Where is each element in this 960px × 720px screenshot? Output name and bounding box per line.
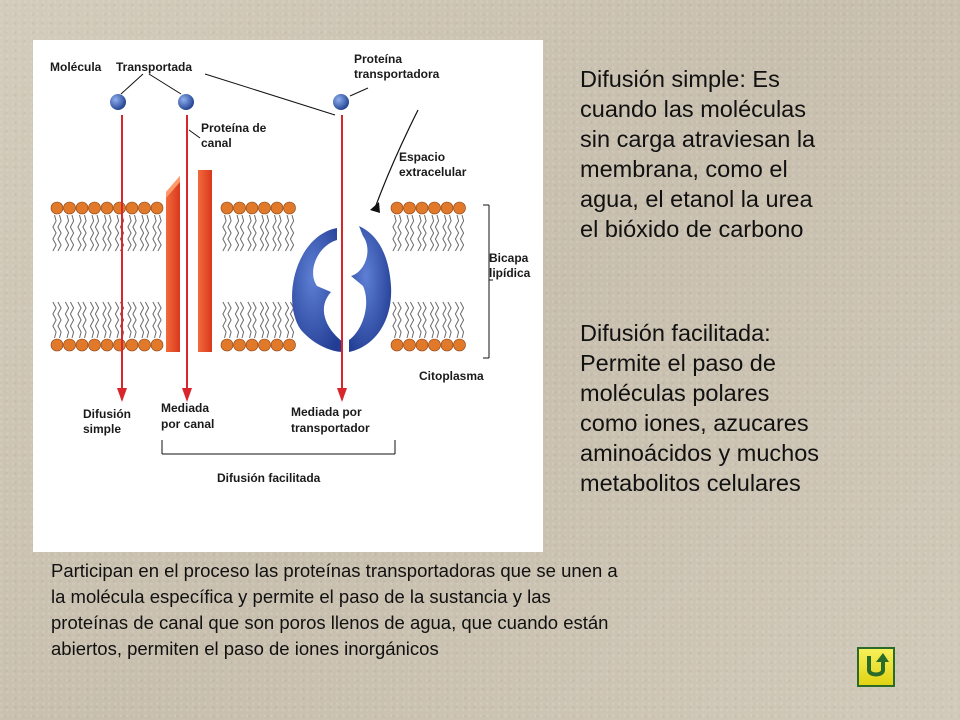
- diagram-labels: Molécula Transportada Proteína transport…: [50, 52, 531, 485]
- facilitated-line: como iones, azucares: [580, 410, 809, 436]
- label-mediada-transportador-2: transportador: [291, 421, 370, 435]
- label-mediada-canal-1: Mediada: [161, 401, 209, 415]
- simple-diffusion-text: Difusión simple: Es cuando las moléculas…: [580, 64, 940, 244]
- label-proteina-transportadora-1: Proteína: [354, 52, 402, 66]
- simple-line: agua, el etanol la urea: [580, 186, 813, 212]
- bottom-line: Participan en el proceso las proteínas t…: [51, 560, 618, 581]
- label-proteina-canal-1: Proteína de: [201, 121, 267, 135]
- label-mediada-canal-2: por canal: [161, 417, 214, 431]
- simple-line: membrana, como el: [580, 156, 788, 182]
- label-espacio-1: Espacio: [399, 150, 445, 164]
- transported-molecules: [110, 94, 349, 110]
- return-button[interactable]: [857, 647, 895, 687]
- bottom-line: proteínas de canal que son poros llenos …: [51, 612, 609, 633]
- carrier-protein: [292, 226, 392, 352]
- simple-line: cuando las moléculas: [580, 96, 806, 122]
- simple-line: Difusión simple: Es: [580, 66, 780, 92]
- molecule-channel: [178, 94, 194, 110]
- label-molecula: Molécula: [50, 60, 102, 74]
- diagram-svg: Molécula Transportada Proteína transport…: [50, 52, 531, 485]
- u-turn-arrow-icon: [867, 653, 889, 677]
- transport-arrows: [117, 115, 347, 402]
- molecule-simple: [110, 94, 126, 110]
- label-difusion-simple-2: simple: [83, 422, 121, 436]
- label-bicapa-1: Bicapa: [489, 251, 529, 265]
- lipid-bilayer: [50, 201, 466, 352]
- facilitated-line: Permite el paso de: [580, 350, 776, 376]
- channel-protein: [166, 170, 212, 352]
- label-difusion-simple-1: Difusión: [83, 407, 131, 421]
- label-citoplasma: Citoplasma: [419, 369, 484, 383]
- label-transportada: Transportada: [116, 60, 192, 74]
- bottom-explanation-text: Participan en el proceso las proteínas t…: [51, 558, 881, 662]
- label-proteina-transportadora-2: transportadora: [354, 67, 440, 81]
- membrane-transport-diagram: Molécula Transportada Proteína transport…: [33, 40, 543, 552]
- bottom-line: la molécula específica y permite el paso…: [51, 586, 551, 607]
- facilitated-line: metabolitos celulares: [580, 470, 801, 496]
- label-proteina-canal-2: canal: [201, 136, 232, 150]
- label-difusion-facilitada: Difusión facilitada: [217, 471, 321, 485]
- leader-lines: [120, 73, 493, 455]
- molecule-carrier: [333, 94, 349, 110]
- label-espacio-2: extracelular: [399, 165, 467, 179]
- label-bicapa-2: lipídica: [489, 266, 531, 280]
- carrier-pointer: [370, 109, 419, 213]
- label-mediada-transportador-1: Mediada por: [291, 405, 362, 419]
- facilitated-line: moléculas polares: [580, 380, 770, 406]
- bottom-line: abiertos, permiten el paso de iones inor…: [51, 638, 439, 659]
- facilitated-line: aminoácidos y muchos: [580, 440, 820, 466]
- facilitated-diffusion-text: Difusión facilitada: Permite el paso de …: [580, 318, 940, 498]
- simple-line: el bióxido de carbono: [580, 216, 804, 242]
- simple-line: sin carga atraviesan la: [580, 126, 816, 152]
- facilitated-line: Difusión facilitada:: [580, 320, 771, 346]
